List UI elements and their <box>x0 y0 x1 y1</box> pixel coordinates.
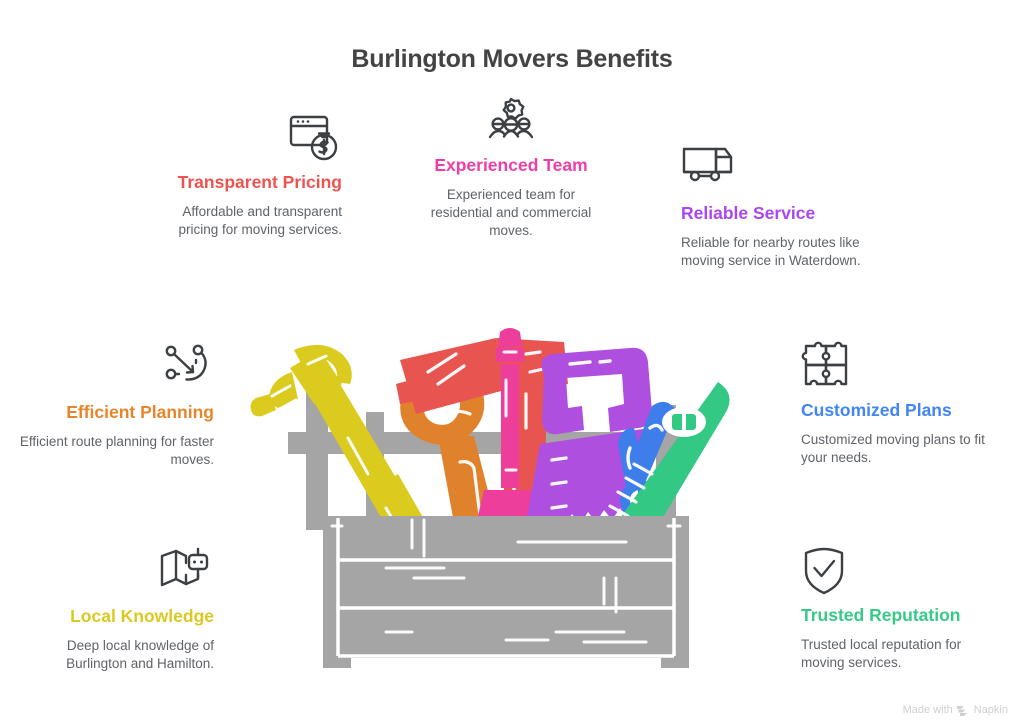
benefit-title: Customized Plans <box>801 400 952 420</box>
benefit-customized-plans: Customized Plans Customized moving plans… <box>801 340 1006 467</box>
benefit-description: Efficient route planning for faster move… <box>19 434 214 467</box>
benefit-local-knowledge: Local Knowledge Deep local knowledge of … <box>15 546 214 673</box>
benefit-description: Affordable and transparent pricing for m… <box>178 204 342 237</box>
napkin-watermark: Made with Napkin <box>903 704 1008 716</box>
team-people-icon <box>420 95 602 147</box>
benefit-description: Reliable for nearby routes like moving s… <box>681 235 861 268</box>
delivery-truck-icon <box>681 143 866 195</box>
benefit-title: Trusted Reputation <box>801 605 961 625</box>
benefit-description: Customized moving plans to fit your need… <box>801 432 985 465</box>
napkin-logo-icon <box>956 705 970 716</box>
benefit-experienced-team: Experienced Team Experienced team for re… <box>420 95 602 240</box>
page-title: Burlington Movers Benefits <box>351 45 673 73</box>
benefit-description: Deep local knowledge of Burlington and H… <box>66 638 214 671</box>
benefit-title: Experienced Team <box>434 155 588 175</box>
browser-money-bag-icon <box>170 112 342 164</box>
benefit-trusted-reputation: Trusted Reputation Trusted local reputat… <box>801 545 1006 672</box>
benefit-title: Reliable Service <box>681 203 816 223</box>
route-network-icon <box>15 342 214 394</box>
benefit-transparent-pricing: Transparent Pricing Affordable and trans… <box>170 112 342 239</box>
map-robot-icon <box>15 546 214 598</box>
puzzle-piece-icon <box>801 340 1006 392</box>
watermark-prefix: Made with <box>902 704 953 716</box>
benefit-reliable-service: Reliable Service Reliable for nearby rou… <box>681 143 866 270</box>
benefit-title: Local Knowledge <box>70 606 214 626</box>
watermark-brand: Napkin <box>973 704 1008 716</box>
shield-check-icon <box>801 545 1006 597</box>
benefit-title: Efficient Planning <box>66 402 214 422</box>
benefit-title: Transparent Pricing <box>177 172 342 192</box>
benefit-efficient-planning: Efficient Planning Efficient route plann… <box>15 342 214 469</box>
benefit-description: Trusted local reputation for moving serv… <box>801 637 962 670</box>
crate-body <box>323 516 689 668</box>
benefit-description: Experienced team for residential and com… <box>430 187 592 238</box>
toolbox-illustration <box>248 320 748 680</box>
